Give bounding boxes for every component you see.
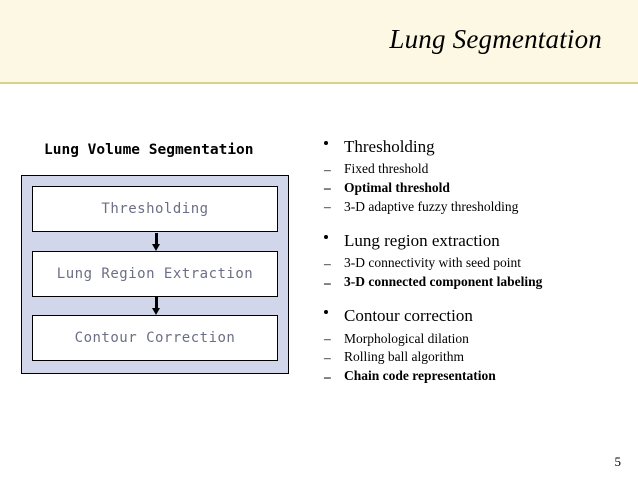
sub-bullet: – Fixed threshold (322, 160, 622, 178)
dash-icon: – (324, 180, 331, 196)
sub-bullet: – Morphological dilation (322, 330, 622, 348)
sub-bullet-label: 3-D connectivity with seed point (344, 255, 521, 271)
diagram-title: Lung Volume Segmentation (44, 142, 254, 158)
bullet-label: Lung region extraction (344, 231, 500, 251)
dash-icon: – (324, 274, 331, 290)
sub-bullet-label: Morphological dilation (344, 330, 469, 346)
sub-list-thresholding: – Fixed threshold – Optimal threshold – … (322, 160, 622, 216)
sub-bullet-label: Chain code representation (344, 368, 496, 384)
dash-icon: – (324, 199, 331, 215)
sub-bullet: – 3-D connected component labeling (322, 273, 622, 291)
sub-bullet-label: Optimal threshold (344, 180, 450, 196)
sub-bullet-label: Rolling ball algorithm (344, 349, 464, 365)
sub-bullet: – Optimal threshold (322, 179, 622, 197)
bullet-label: Contour correction (344, 306, 473, 326)
arrow-down-icon (152, 233, 161, 251)
arrow-down-icon (152, 297, 161, 315)
sub-bullet: – Chain code representation (322, 367, 622, 385)
dash-icon: – (324, 255, 331, 271)
diagram-step-contour-correction: Contour Correction (32, 315, 278, 361)
dash-icon: – (324, 330, 331, 346)
sub-bullet: – 3-D connectivity with seed point (322, 254, 622, 272)
dash-icon: – (324, 349, 331, 365)
page-title: Lung Segmentation (389, 24, 602, 54)
page-number: 5 (614, 454, 622, 469)
dash-icon: – (324, 368, 331, 384)
diagram-step-thresholding: Thresholding (32, 186, 278, 232)
sub-bullet: – Rolling ball algorithm (322, 348, 622, 366)
sub-bullet-label: 3-D connected component labeling (344, 274, 543, 290)
bullet-thresholding: Thresholding (322, 136, 622, 157)
sub-bullet-label: Fixed threshold (344, 161, 429, 177)
diagram-step-lung-region-extraction: Lung Region Extraction (32, 251, 278, 297)
bullet-list: Thresholding – Fixed threshold – Optimal… (322, 136, 622, 385)
sub-list-contour-correction: – Morphological dilation – Rolling ball … (322, 330, 622, 386)
bullet-label: Thresholding (344, 137, 435, 156)
bullet-dot-icon (324, 310, 328, 315)
bullet-dot-icon (324, 235, 328, 240)
bullet-contour-correction: Contour correction (322, 305, 622, 326)
sub-bullet: – 3-D adaptive fuzzy thresholding (322, 198, 622, 216)
bullet-lung-region-extraction: Lung region extraction (322, 230, 622, 251)
sub-bullet-label: 3-D adaptive fuzzy thresholding (344, 199, 519, 215)
bullet-dot-icon (324, 141, 328, 146)
slide-header-band (0, 0, 638, 84)
sub-list-lung-region-extraction: – 3-D connectivity with seed point – 3-D… (322, 254, 622, 291)
dash-icon: – (324, 161, 331, 177)
